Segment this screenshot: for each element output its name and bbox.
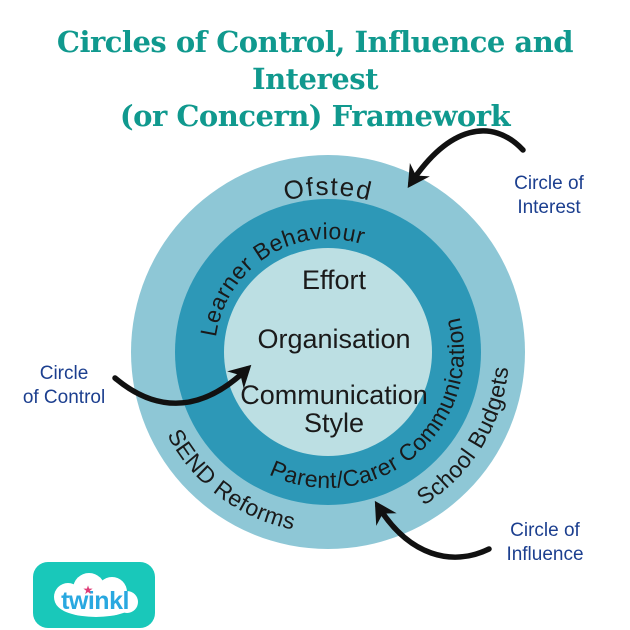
- title-line-2: (or Concern) Framework: [119, 99, 511, 133]
- control-item-organisation: Organisation: [257, 324, 410, 354]
- circle-of-control-disc: [224, 248, 432, 456]
- control-item-effort: Effort: [302, 265, 367, 295]
- page-title: Circles of Control, Influence and Intere…: [0, 24, 630, 135]
- twinkl-logo: twinkl ★: [33, 562, 155, 628]
- circle-of-interest-label: Circle of Interest: [489, 172, 609, 220]
- interest-label-line2: Interest: [517, 197, 581, 218]
- cloud-icon: [54, 573, 138, 617]
- circle-of-influence-label: Circle of Influence: [485, 519, 605, 567]
- circle-of-control-arrow-icon: [112, 364, 252, 406]
- interest-label-line1: Circle of: [514, 173, 584, 194]
- star-icon: ★: [83, 583, 94, 597]
- circle-of-influence-arrow-icon: [374, 500, 492, 560]
- circle-of-interest-arrow-icon: [407, 128, 526, 188]
- control-item-communication-style-line1: Communication: [240, 380, 428, 410]
- control-label-line2: of Control: [22, 387, 106, 408]
- influence-label-line2: Influence: [506, 544, 584, 565]
- circle-of-control-label: Circle of Control: [8, 362, 120, 410]
- control-label-line1: Circle: [39, 363, 89, 384]
- logo-wordmark: twinkl: [61, 587, 129, 615]
- title-line-1: Circles of Control, Influence and Intere…: [56, 25, 574, 96]
- influence-label-line1: Circle of: [510, 520, 580, 541]
- control-item-communication-style-line2: Style: [304, 408, 364, 438]
